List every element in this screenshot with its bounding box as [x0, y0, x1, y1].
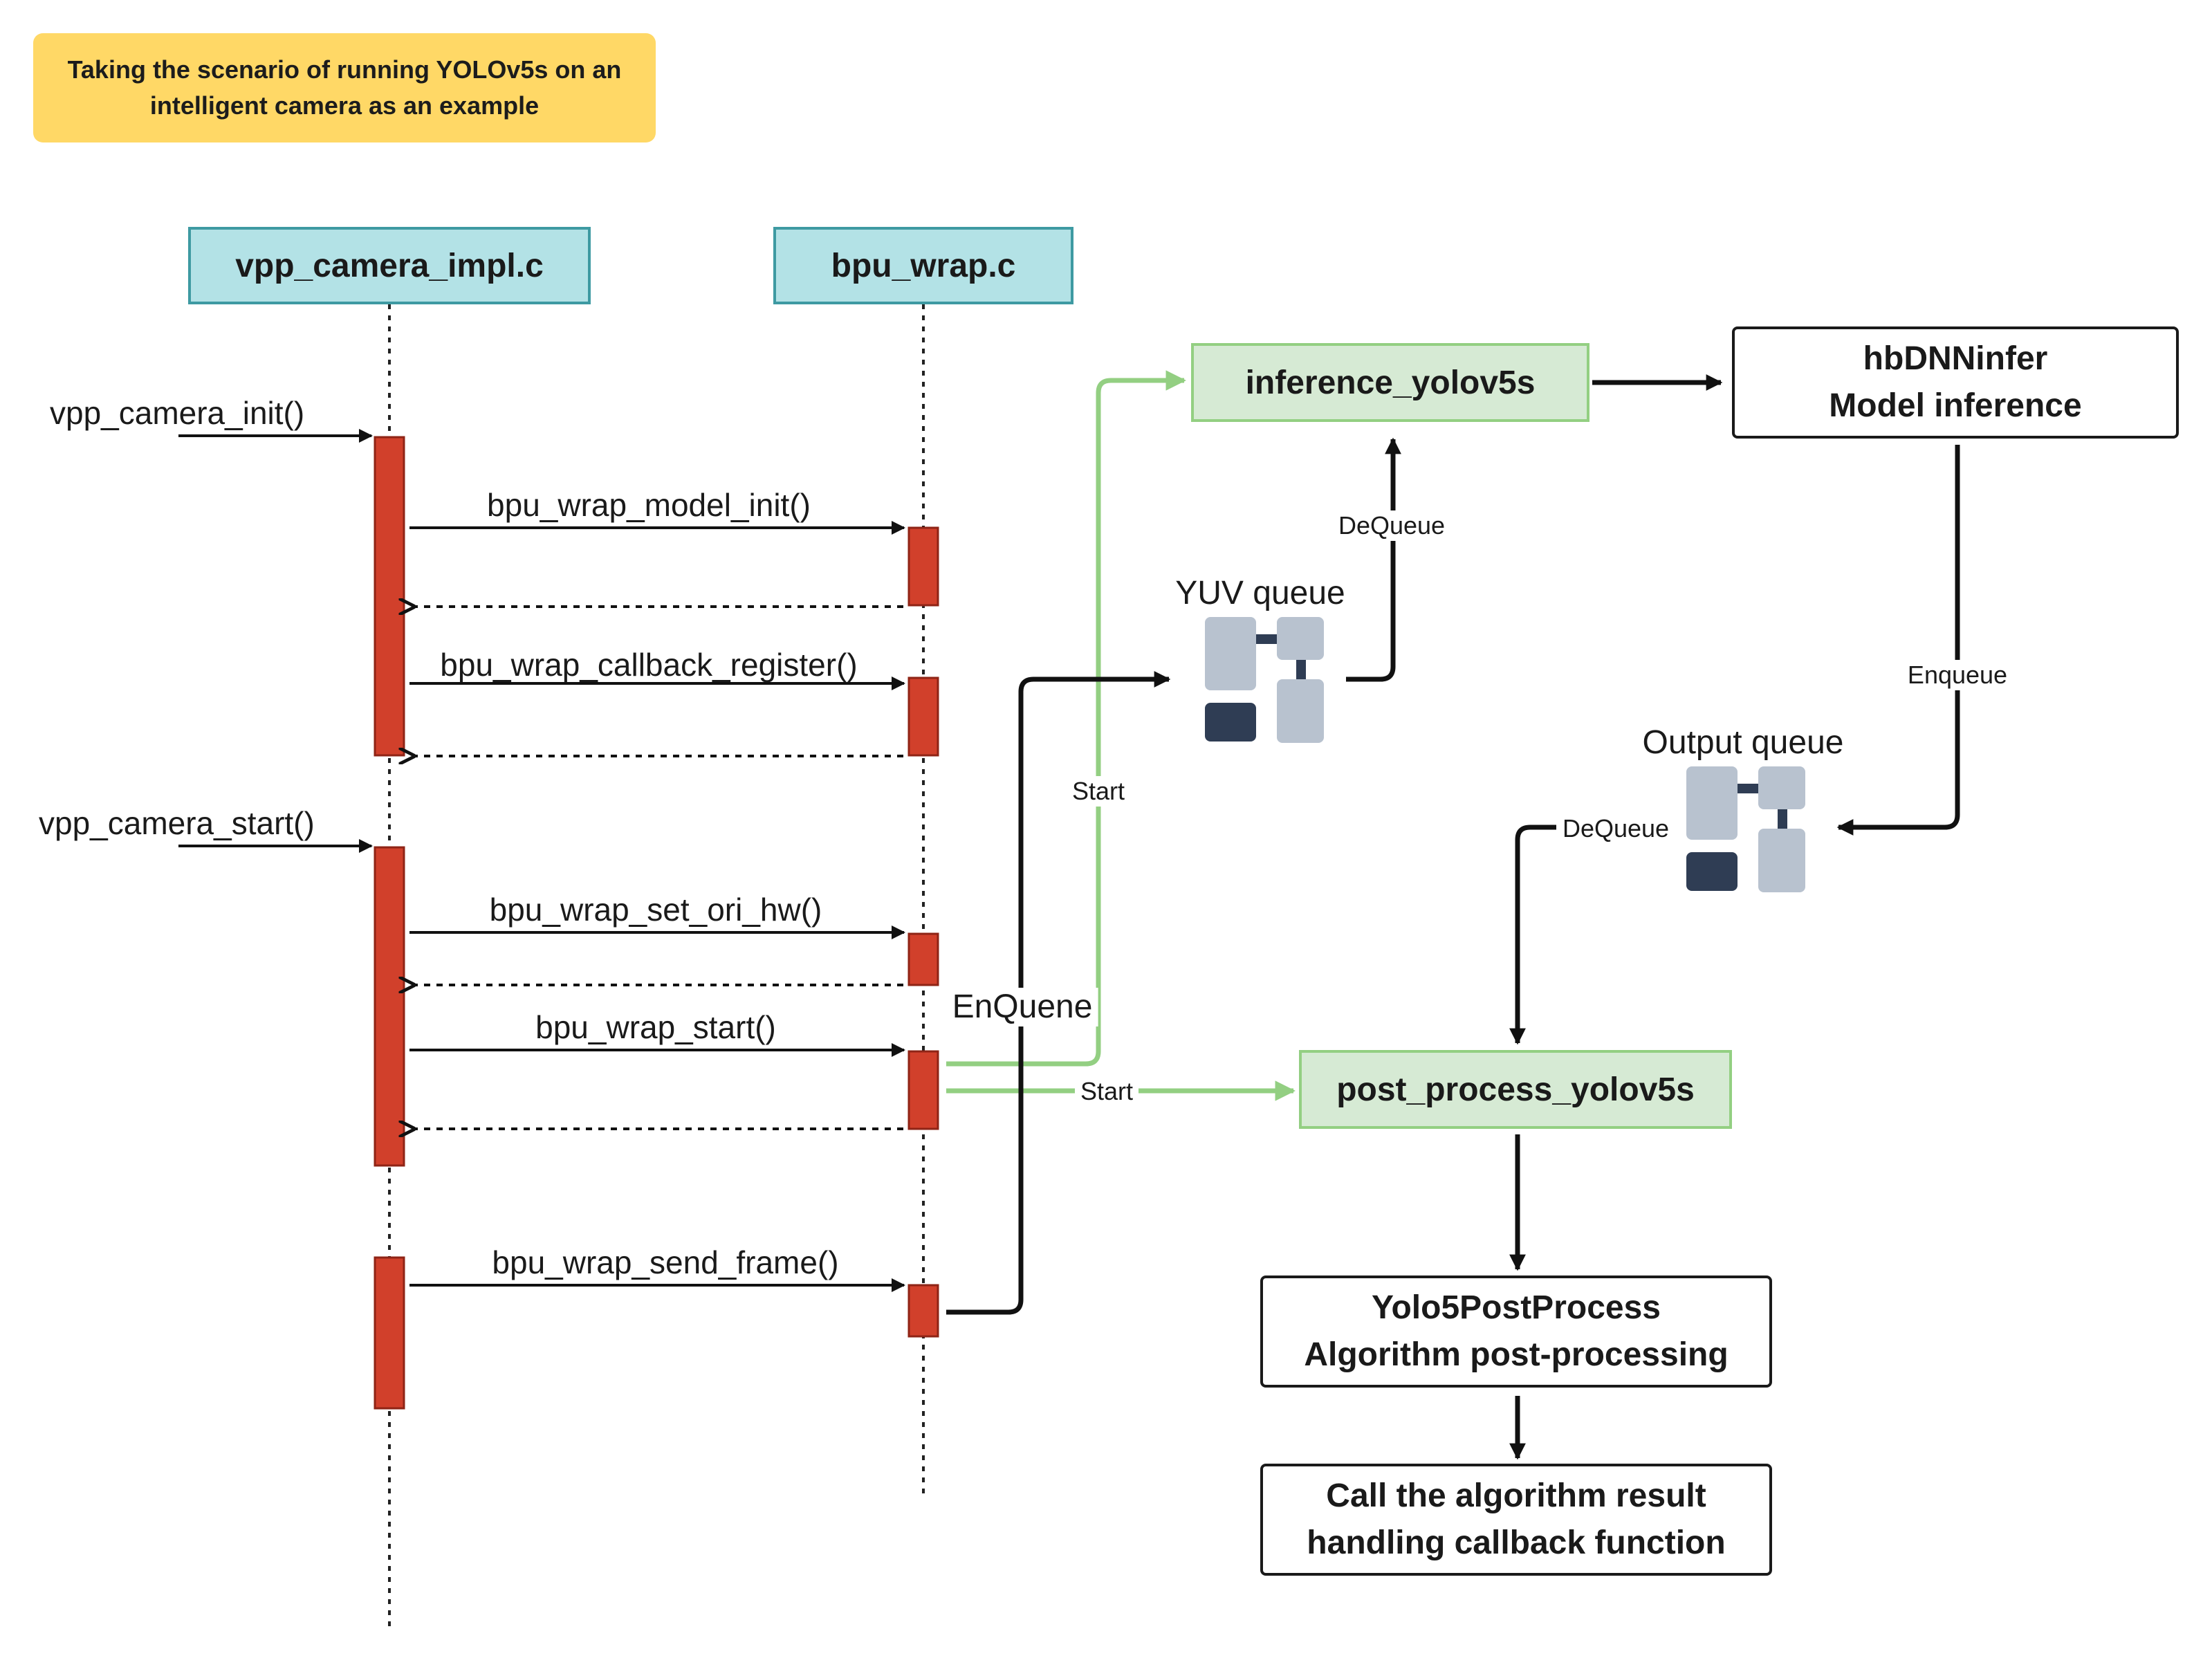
activation-wrap-start	[907, 1050, 939, 1130]
green-arrow-start-inference	[946, 370, 1186, 1067]
arrow-dequeue-yuv	[1346, 437, 1401, 682]
label-set-ori-hw: bpu_wrap_set_ori_hw()	[489, 892, 822, 928]
scenario-note: Taking the scenario of running YOLOv5s o…	[33, 33, 656, 142]
activation-callback-register	[907, 676, 939, 757]
activation-camera-start	[374, 846, 405, 1167]
activation-camera-send	[374, 1256, 405, 1410]
lane-header-camera: vpp_camera_impl.c	[188, 227, 591, 304]
edge-label-dequeue-output: DeQueue	[1556, 813, 1675, 844]
yolo5postprocess-line2: Algorithm post-processing	[1304, 1336, 1729, 1373]
post-process-yolov5s-box: post_process_yolov5s	[1299, 1050, 1732, 1129]
inference-yolov5s-box: inference_yolov5s	[1191, 343, 1589, 422]
scenario-note-line2: intelligent camera as an example	[149, 91, 540, 120]
label-camera-init: vpp_camera_init()	[50, 395, 305, 431]
scenario-note-line1: Taking the scenario of running YOLOv5s o…	[67, 55, 622, 84]
result-callback-box: Call the algorithm result handling callb…	[1260, 1464, 1772, 1576]
queue-icon	[1205, 617, 1324, 743]
activation-send-frame	[907, 1284, 939, 1338]
edge-label-enquene: EnQuene	[946, 988, 1098, 1026]
label-model-init: bpu_wrap_model_init()	[487, 487, 811, 523]
edge-label-enqueue-output: Enqueue	[1901, 660, 2013, 690]
activation-set-ori-hw	[907, 932, 939, 986]
yolo5postprocess-box: Yolo5PostProcess Algorithm post-processi…	[1260, 1275, 1772, 1388]
edge-label-start-post: Start	[1074, 1076, 1139, 1107]
edge-label-dequeue-yuv: DeQueue	[1332, 510, 1451, 541]
arrow-dequeue-output	[1509, 825, 1556, 1045]
lane-header-bpu: bpu_wrap.c	[773, 227, 1073, 304]
label-send-frame: bpu_wrap_send_frame()	[492, 1244, 839, 1280]
yolo5postprocess-line1: Yolo5PostProcess	[1372, 1289, 1661, 1326]
output-queue-label: Output queue	[1642, 724, 1844, 761]
hbdnninfer-box: hbDNNinfer Model inference	[1732, 326, 2179, 439]
arrow-enqueue-output	[1836, 445, 1960, 836]
yuv-queue-label: YUV queue	[1175, 575, 1345, 611]
label-camera-start: vpp_camera_start()	[39, 805, 315, 841]
label-callback-register: bpu_wrap_callback_register()	[440, 647, 858, 683]
activation-model-init	[907, 526, 939, 607]
hbdnninfer-line1: hbDNNinfer	[1863, 340, 2048, 377]
hbdnninfer-line2: Model inference	[1829, 387, 2082, 424]
result-callback-line2: handling callback function	[1307, 1525, 1726, 1561]
label-wrap-start: bpu_wrap_start()	[535, 1009, 776, 1045]
activation-camera-init	[374, 436, 405, 757]
result-callback-line1: Call the algorithm result	[1326, 1477, 1706, 1514]
edge-label-start-inference: Start	[1066, 776, 1131, 807]
queue-icon	[1686, 766, 1805, 892]
